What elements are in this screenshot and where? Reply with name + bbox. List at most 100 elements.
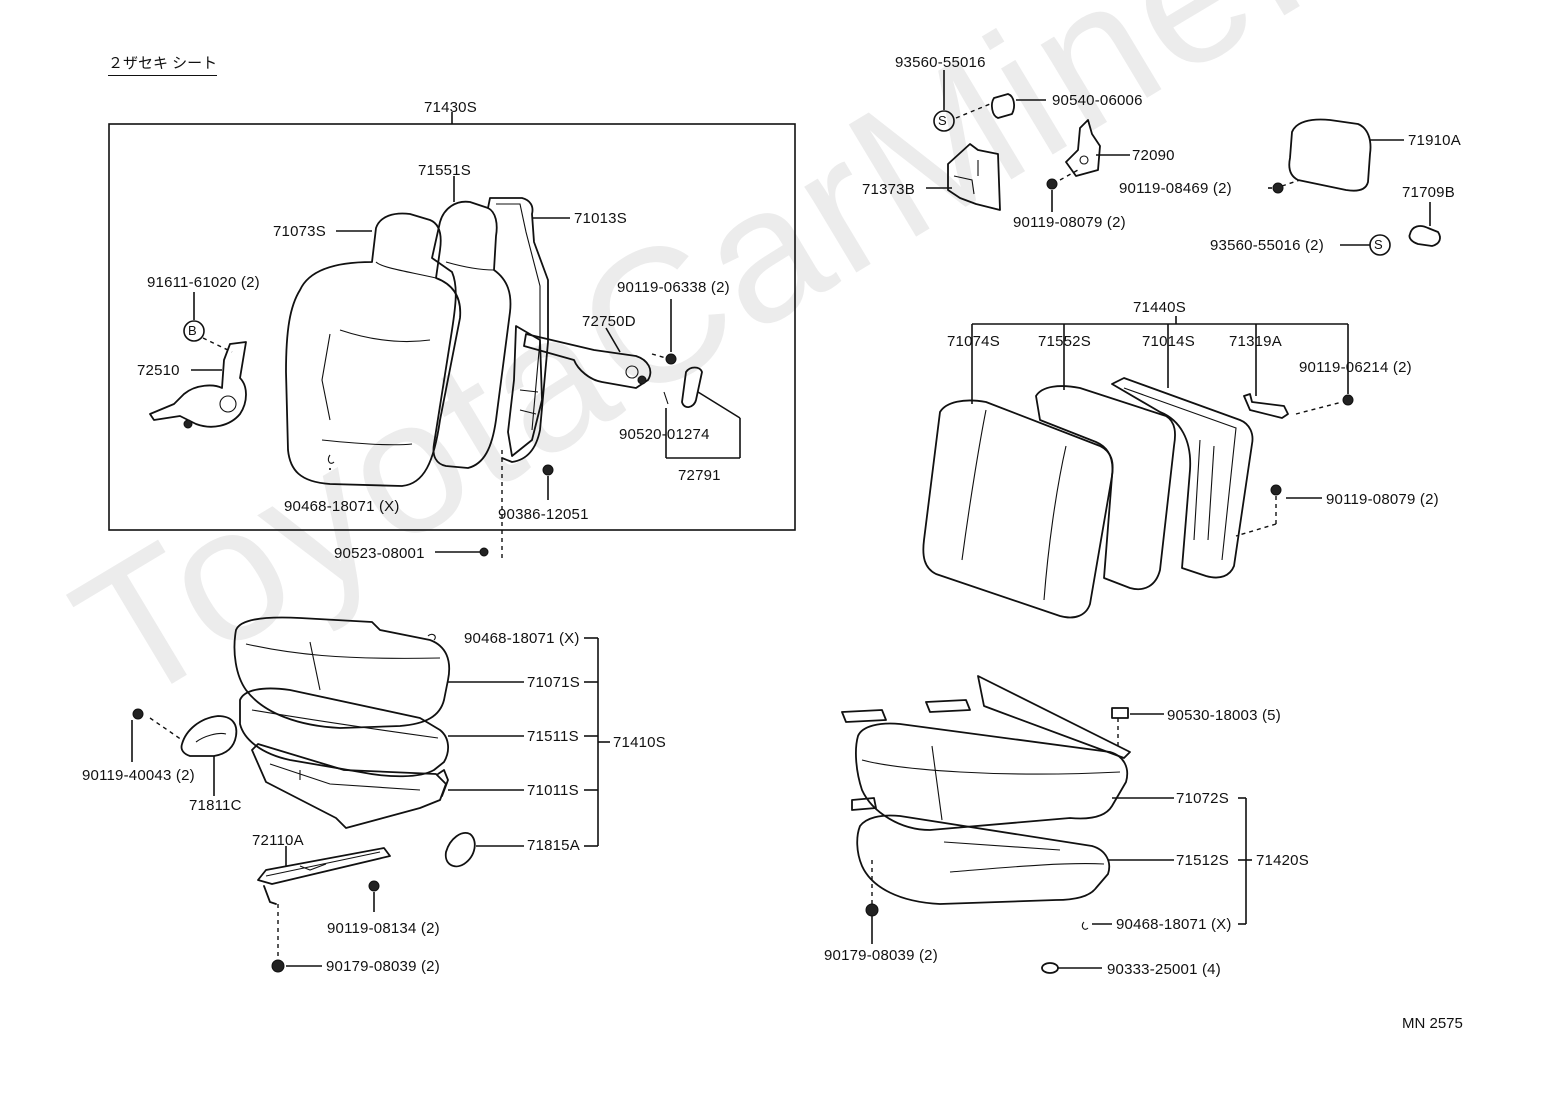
- label-90119-08079-a: 90119-08079 (2): [1013, 214, 1126, 231]
- nut-90179-right: [865, 903, 879, 917]
- cap-90333-25001: [1041, 962, 1059, 974]
- bolt-90119-06214: [1342, 394, 1354, 406]
- seatback-pad-71551S: [431, 200, 512, 469]
- rear-cushion-hooks: [841, 699, 971, 723]
- rear-cushion-cover-71072S: [855, 722, 1129, 831]
- s-callout-circle: [933, 110, 955, 132]
- label-72750D: 72750D: [582, 313, 636, 330]
- bolt-90119-06338: [665, 353, 677, 365]
- label-90119-06214: 90119-06214 (2): [1299, 359, 1412, 376]
- label-90179-08039-left: 90179-08039 (2): [326, 958, 440, 975]
- dash-b-callout: [202, 337, 233, 353]
- label-72791: 72791: [678, 467, 721, 484]
- label-72510: 72510: [137, 362, 180, 379]
- seat-cushion-assembly-group: [131, 616, 610, 973]
- rear-back-cover-71074S: [922, 399, 1114, 619]
- label-90520-01274: 90520-01274: [619, 426, 710, 443]
- label-72090: 72090: [1132, 147, 1175, 164]
- dash-s-callout: [955, 103, 991, 119]
- label-93560-55016-b: 93560-55016 (2): [1210, 237, 1324, 254]
- label-90468-18071-mid: 90468-18071 (X): [464, 630, 580, 647]
- seat-side-bracket: [507, 325, 543, 457]
- lock-72090-pivot: [1079, 155, 1089, 165]
- recliner-72750D: [523, 333, 652, 389]
- seat-cover-71071S: [233, 616, 451, 729]
- seatback-frame-inner: [496, 203, 541, 431]
- rear-cushion-group: [841, 675, 1252, 974]
- label-71512S: 71512S: [1176, 852, 1229, 869]
- label-71511S: 71511S: [527, 728, 579, 745]
- b-callout-circle: [183, 320, 205, 342]
- rear-cushion-hook-2: [851, 797, 877, 811]
- clip-90530-18003: [1111, 707, 1129, 719]
- label-90386-12051: 90386-12051: [498, 506, 589, 523]
- label-71430S: 71430S: [424, 99, 477, 116]
- rear-cushion-pad-seams: [943, 841, 1105, 873]
- seat-frame-detail: [269, 763, 421, 791]
- bolt-90523-08001: [479, 547, 489, 557]
- label-71014S: 71014S: [1142, 333, 1195, 350]
- recliner-pivot: [625, 365, 639, 379]
- label-90119-08134: 90119-08134 (2): [327, 920, 440, 937]
- b-callout-letter: B: [188, 323, 197, 338]
- recliner-release-screw: [183, 419, 193, 429]
- label-71910A: 71910A: [1408, 132, 1461, 149]
- side-trim-inner: [195, 732, 227, 743]
- label-71074S: 71074S: [947, 333, 1000, 350]
- recliner-release-knob: [219, 395, 237, 413]
- s-callout-letter-2: S: [1374, 237, 1383, 252]
- bracket-71373B-detail: [953, 160, 979, 195]
- nut-90386-12051: [542, 464, 554, 476]
- headrest-71910A: [1288, 118, 1372, 192]
- dash-90119-06338: [651, 353, 667, 359]
- label-93560-55016-top: 93560-55016: [895, 54, 986, 71]
- seatback-headrest-seam: [375, 261, 437, 279]
- label-90523-08001: 90523-08001: [334, 545, 425, 562]
- label-90468-18071-top: 90468-18071 (X): [284, 498, 400, 515]
- rear-back-cover-seam-b: [1043, 445, 1067, 601]
- headrest-hardware-group: [926, 70, 1441, 256]
- label-90119-40043: 90119-40043 (2): [82, 767, 195, 784]
- hog-ring-90468-mid: [427, 633, 436, 641]
- seat-pad-seam: [251, 709, 439, 739]
- label-90179-08039-right: 90179-08039 (2): [824, 947, 938, 964]
- hog-ring-90468-right: [1081, 921, 1089, 930]
- diagram-code: MN 2575: [1402, 1015, 1463, 1032]
- hog-ring-90468-top: [327, 454, 335, 464]
- bracket-71319A: [1243, 393, 1289, 419]
- seat-pad-71511S: [239, 687, 449, 778]
- bolt-90119-40043: [132, 708, 144, 720]
- dash-90119-06214: [1295, 401, 1343, 415]
- seatback-frame-71013S: [487, 197, 549, 463]
- bolt-90119-08079-b: [1270, 484, 1282, 496]
- bolt-90119-08079-a: [1046, 178, 1058, 190]
- seatback-cover-seam: [339, 329, 431, 343]
- seat-track-handle: [263, 885, 277, 905]
- label-71815A: 71815A: [527, 837, 580, 854]
- label-71551S: 71551S: [418, 162, 471, 179]
- label-71013S: 71013S: [574, 210, 627, 227]
- recliner-pin: [637, 375, 647, 385]
- label-90119-08079-b: 90119-08079 (2): [1326, 491, 1439, 508]
- label-71811C: 71811C: [189, 797, 242, 814]
- recliner-lever-72791: [681, 366, 703, 408]
- dash-90119-08079-a: [1059, 169, 1079, 181]
- label-71410S: 71410S: [613, 734, 666, 751]
- dash-90119-08079-b2: [1235, 523, 1277, 537]
- seat-frame-hinge: [437, 769, 449, 797]
- label-71011S: 71011S: [527, 782, 579, 799]
- rear-back-pad-71552S: [1035, 385, 1176, 591]
- label-71073S: 71073S: [273, 223, 326, 240]
- label-71709B: 71709B: [1402, 184, 1455, 201]
- guide-71709B: [1408, 225, 1441, 247]
- rear-back-frame-71014S: [1111, 377, 1254, 579]
- label-71373B: 71373B: [862, 181, 915, 198]
- seat-frame-71011S: [251, 743, 447, 829]
- page-title: ２ザセキ シート: [108, 52, 218, 76]
- dash-90119-08469: [1281, 179, 1301, 187]
- nut-90179-left: [271, 959, 285, 973]
- rear-back-frame-inner: [1123, 387, 1237, 561]
- seat-track-72110A: [257, 847, 391, 885]
- leader-72791-diag: [697, 391, 741, 419]
